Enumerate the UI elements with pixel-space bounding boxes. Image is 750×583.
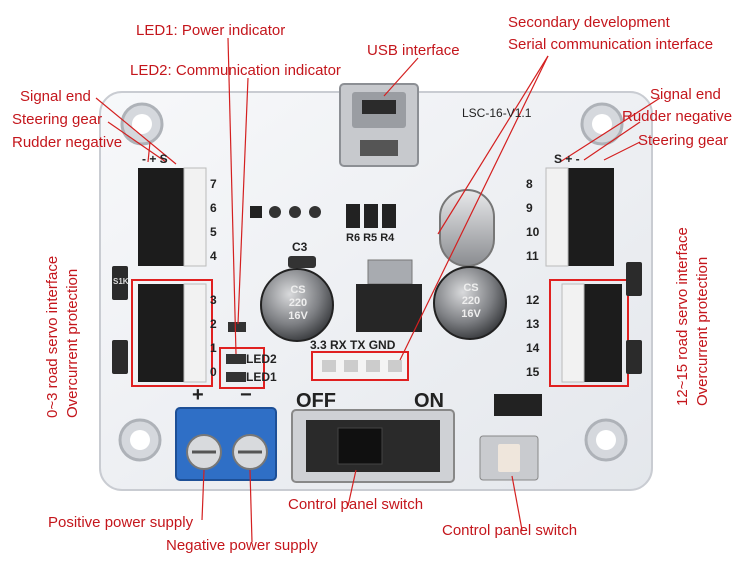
leader-line xyxy=(237,77,249,325)
fuse-text: S1K xyxy=(113,277,129,286)
cap-c3-text: C3 xyxy=(292,240,308,254)
right-channel-numbers-bottom: 12 13 14 15 xyxy=(526,293,540,379)
leader-line xyxy=(383,57,419,97)
leader-line xyxy=(227,37,237,355)
switch-on-text: ON xyxy=(414,390,444,412)
led-icon xyxy=(226,322,246,382)
push-button-icon xyxy=(479,435,539,481)
leader-line xyxy=(583,121,641,161)
button-label: Control panel switch xyxy=(442,522,578,539)
transistor-icon xyxy=(494,394,542,416)
right-pin-header-bottom xyxy=(561,283,622,383)
crystal-oscillator-icon xyxy=(439,189,495,267)
capacitor-left-icon xyxy=(260,268,334,342)
led2-label: LED2: Communication indicator xyxy=(130,62,341,79)
switch-label: Control panel switch xyxy=(288,496,424,513)
left-pin-header-bottom xyxy=(138,283,207,383)
resistor-array-icon xyxy=(346,204,396,228)
slide-switch-icon xyxy=(291,409,455,483)
leader-line xyxy=(603,141,641,161)
usb-label: USB interface xyxy=(367,42,460,59)
usb-connector-icon xyxy=(339,83,419,167)
leader-lines xyxy=(95,37,661,543)
left-channel-numbers-top: 7 6 5 4 xyxy=(210,177,217,263)
pin-header-right-text: S + - xyxy=(554,152,580,166)
leader-line xyxy=(511,475,523,531)
right-signal-label: Signal end xyxy=(650,86,721,103)
pin-header-left-text: - + S xyxy=(142,152,168,166)
right-channel-numbers-top: 8 9 10 11 xyxy=(526,177,540,263)
plus-text: + xyxy=(192,384,204,406)
capacitor-right-icon xyxy=(433,266,507,340)
right-pin-header-top xyxy=(545,167,614,267)
left-signal-label: Signal end xyxy=(20,88,91,105)
leader-line xyxy=(147,141,151,163)
leader-line xyxy=(437,55,549,235)
led1-text: LED1 xyxy=(246,370,277,384)
secondary-label-line1: Secondary development xyxy=(508,14,670,31)
switch-off-text: OFF xyxy=(296,390,336,412)
left-overcurrent-highlight xyxy=(131,279,213,387)
right-overcurrent-highlight xyxy=(549,279,629,387)
left-steering-label: Steering gear xyxy=(12,111,103,128)
left-rudder-label: Rudder negative xyxy=(12,134,123,151)
led-highlight xyxy=(219,347,265,389)
power-terminal-icon xyxy=(175,407,277,481)
leader-line xyxy=(559,97,661,163)
fuse-icon xyxy=(112,262,642,374)
leader-line xyxy=(107,121,167,163)
right-steering-label: Steering gear xyxy=(638,132,729,149)
led1-label: LED1: Power indicator xyxy=(136,22,286,39)
left-channel-numbers-bottom: 3 2 1 0 xyxy=(210,293,217,379)
leader-line xyxy=(249,469,253,543)
right-rudder-label: Rudder negative xyxy=(622,108,733,125)
right-vertical-label-2: Overcurrent protection xyxy=(694,256,711,406)
voltage-regulator-icon xyxy=(356,259,422,332)
right-vertical-label-1: 12~15 road servo interface xyxy=(674,227,691,406)
c3-capacitor-icon xyxy=(288,256,316,268)
leader-line xyxy=(347,469,357,507)
serial-pins-text: 3.3 RX TX GND xyxy=(310,338,396,352)
leader-line xyxy=(95,97,177,165)
minus-text: − xyxy=(240,384,252,406)
led2-text: LED2 xyxy=(246,352,277,366)
prog-holes-icon xyxy=(250,206,321,218)
serial-header-icon xyxy=(311,351,409,381)
board-model-text: LSC-16-V1.1 xyxy=(462,106,532,120)
secondary-label-line2: Serial communication interface xyxy=(508,36,714,53)
left-pin-header-top xyxy=(138,167,207,267)
leader-line xyxy=(399,55,549,361)
cap-left-text: CS 220 16V xyxy=(288,284,308,322)
mounting-hole-icon xyxy=(118,102,628,462)
positive-label: Positive power supply xyxy=(48,514,194,531)
resistors-text: R6 R5 R4 xyxy=(346,232,395,244)
left-vertical-label-2: Overcurrent protection xyxy=(64,268,81,418)
negative-label: Negative power supply xyxy=(166,537,318,554)
left-vertical-label-1: 0~3 road servo interface xyxy=(44,255,61,418)
cap-right-text: CS 220 16V xyxy=(461,282,481,320)
leader-line xyxy=(201,469,205,521)
